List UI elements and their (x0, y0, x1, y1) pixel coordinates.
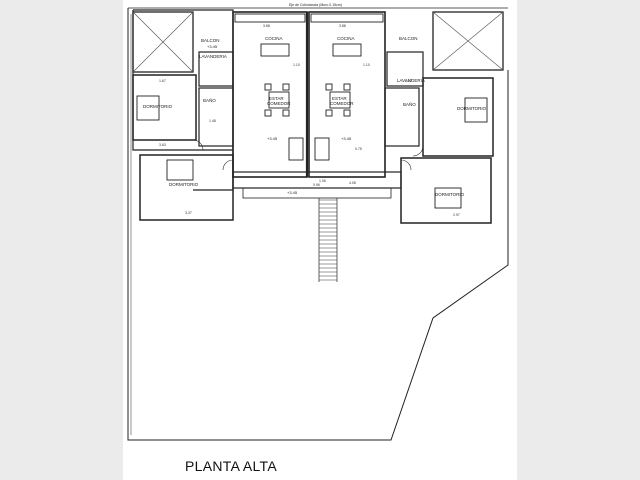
dormitorio-top-right (422, 77, 494, 157)
label-estar-right: ESTAR (332, 96, 347, 101)
dim-dorm-w: 3.63 (159, 143, 166, 147)
kitchen-island-left (260, 43, 290, 57)
bed-top-left (136, 95, 160, 121)
lavanderia-left (198, 51, 234, 87)
dim-bal-right: 1.67 (405, 79, 412, 83)
balcon-right (432, 11, 504, 71)
bano-right (384, 87, 420, 147)
balcon-left (132, 11, 194, 73)
label-dormitorio-top-right: DORMITORIO (457, 106, 487, 111)
label-comedor-left: COMEDOR (267, 101, 291, 106)
dim-kit-w-left: 3.88 (263, 24, 270, 28)
label-estar-left: ESTAR (269, 96, 284, 101)
floor-plan: BALCON BALCON LAVANDERIA LAVANDERIA DORM… (127, 3, 509, 441)
level-balcon: +3.45 (207, 44, 218, 49)
label-lavanderia-left: LAVANDERIA (199, 54, 227, 59)
level-landing: +3.45 (287, 190, 298, 195)
label-bano-right: BAÑO (403, 101, 416, 107)
sofa-left (288, 137, 304, 161)
label-cocina-left: COCINA (265, 36, 283, 41)
lavanderia-right (386, 51, 424, 87)
property-line-label: Eje de Colindancia (Muro 0.15cm) (289, 3, 342, 7)
bed-bottom-right (434, 187, 462, 209)
dim-kit-h-left: 1.10 (293, 63, 300, 67)
bano-left (198, 87, 234, 147)
dim-dorm2-w: 2.97 (453, 213, 460, 217)
property-boundary (127, 8, 509, 441)
dim-mid-h: 0.75 (355, 147, 362, 151)
label-dormitorio-top-left: DORMITORIO (143, 104, 173, 109)
drawing-sheet: BALCON BALCON LAVANDERIA LAVANDERIA DORM… (123, 0, 517, 480)
exterior-wall-left (133, 9, 234, 191)
dim-dorm-h: 3.37 (185, 211, 192, 215)
dormitorio-bottom-right (400, 157, 492, 224)
label-dormitorio-bottom-right: DORMITORIO (435, 192, 465, 197)
dining-table-right (329, 91, 351, 109)
stair-treads (319, 199, 337, 281)
dormitorio-top-left (132, 74, 197, 141)
sofa-right (314, 137, 330, 161)
dim-kit-w-right: 3.88 (339, 24, 346, 28)
label-bano-left: BAÑO (203, 97, 216, 103)
level-estar-left: +3.45 (267, 136, 278, 141)
bed-bottom-left (166, 159, 194, 181)
dim-bath: 1.48 (209, 119, 216, 123)
label-dormitorio-bottom-left: DORMITORIO (169, 182, 199, 187)
dining-table-left (268, 91, 290, 109)
label-cocina-right: COCINA (337, 36, 355, 41)
label-comedor-right: COMEDOR (330, 101, 354, 106)
dim-corr-d: 0.96 (313, 183, 320, 187)
dim-kit-h-right: 1.10 (363, 63, 370, 67)
level-estar-right: +3.45 (341, 136, 352, 141)
bed-top-right (464, 97, 488, 123)
kitchen-island-right (332, 43, 362, 57)
dim-corr-c: 4.08 (349, 181, 356, 185)
plan-title: PLANTA ALTA (185, 458, 278, 474)
label-balcon-left: BALCON (201, 38, 220, 43)
label-balcon-right: BALCON (399, 36, 418, 41)
dim-corr-a: 1.06 (319, 179, 326, 183)
dim-bal-left: 1.67 (159, 79, 166, 83)
label-lavanderia-right: LAVANDERIA (397, 78, 425, 83)
